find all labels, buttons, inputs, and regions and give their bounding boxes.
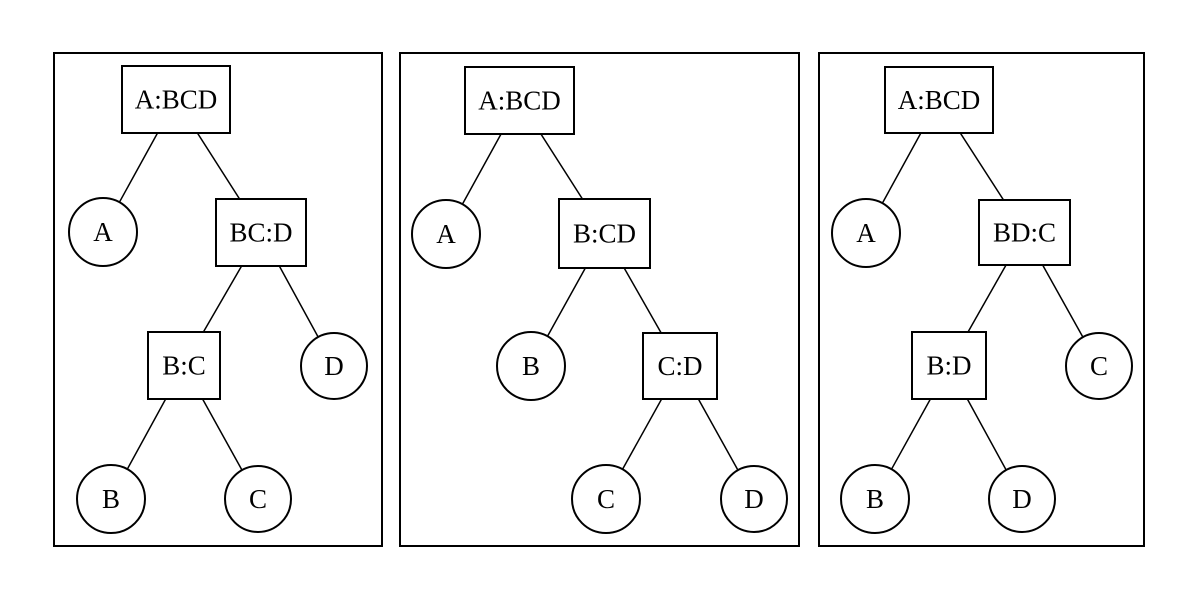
node-label-b: B bbox=[102, 484, 120, 514]
node-label-d: D bbox=[744, 484, 764, 514]
circle-node-c bbox=[571, 464, 641, 534]
circle-node-d bbox=[720, 465, 788, 533]
node-label-b: B bbox=[866, 484, 884, 514]
rect-node-b-c bbox=[147, 331, 221, 400]
circle-node-d bbox=[300, 332, 368, 400]
node-label-a-bcd: A:BCD bbox=[898, 85, 981, 115]
node-label-b: B bbox=[522, 351, 540, 381]
node-label-a-bcd: A:BCD bbox=[135, 85, 218, 115]
node-label-d: D bbox=[324, 351, 344, 381]
rect-node-a-bcd bbox=[464, 66, 575, 135]
node-label-bc-d: BC:D bbox=[229, 218, 292, 248]
node-label-c: C bbox=[1090, 351, 1108, 381]
node-label-c-d: C:D bbox=[657, 351, 702, 381]
tree-panel-3: A:BCD A BD:C B:D C B D bbox=[818, 52, 1145, 547]
node-label-a: A bbox=[436, 219, 456, 249]
rect-node-c-d bbox=[642, 332, 718, 400]
panel-border bbox=[53, 52, 383, 547]
node-label-bd-c: BD:C bbox=[993, 218, 1056, 248]
circle-node-a bbox=[68, 197, 138, 267]
rect-node-bd-c bbox=[978, 199, 1071, 266]
node-label-b-c: B:C bbox=[162, 351, 206, 381]
tree-svg-2: A:BCD A B:CD B C:D C D bbox=[399, 52, 800, 547]
node-label-a: A bbox=[856, 218, 876, 248]
tree-panel-2: A:BCD A B:CD B C:D C D bbox=[399, 52, 800, 547]
tree-panel-1: A:BCD A BC:D B:C D B C bbox=[53, 52, 383, 547]
rect-node-a-bcd bbox=[121, 65, 231, 134]
node-label-c: C bbox=[249, 484, 267, 514]
rect-node-b-d bbox=[911, 331, 987, 400]
node-label-a-bcd: A:BCD bbox=[478, 86, 561, 116]
circle-node-a bbox=[831, 198, 901, 268]
circle-node-b bbox=[496, 331, 566, 401]
circle-node-a bbox=[411, 199, 481, 269]
node-label-b-d: B:D bbox=[926, 351, 971, 381]
rect-node-a-bcd bbox=[884, 66, 994, 134]
panel-border bbox=[399, 52, 800, 547]
panel-border bbox=[818, 52, 1145, 547]
circle-node-c bbox=[224, 465, 292, 533]
circle-node-d bbox=[988, 465, 1056, 533]
node-label-c: C bbox=[597, 484, 615, 514]
tree-svg-1: A:BCD A BC:D B:C D B C bbox=[53, 52, 383, 547]
circle-node-b bbox=[840, 464, 910, 534]
tree-svg-3: A:BCD A BD:C B:D C B D bbox=[818, 52, 1145, 547]
rect-node-bc-d bbox=[215, 198, 307, 267]
node-label-d: D bbox=[1012, 484, 1032, 514]
node-label-b-cd: B:CD bbox=[573, 219, 636, 249]
circle-node-b bbox=[76, 464, 146, 534]
circle-node-c bbox=[1065, 332, 1133, 400]
rect-node-b-cd bbox=[558, 198, 651, 269]
node-label-a: A bbox=[93, 217, 113, 247]
